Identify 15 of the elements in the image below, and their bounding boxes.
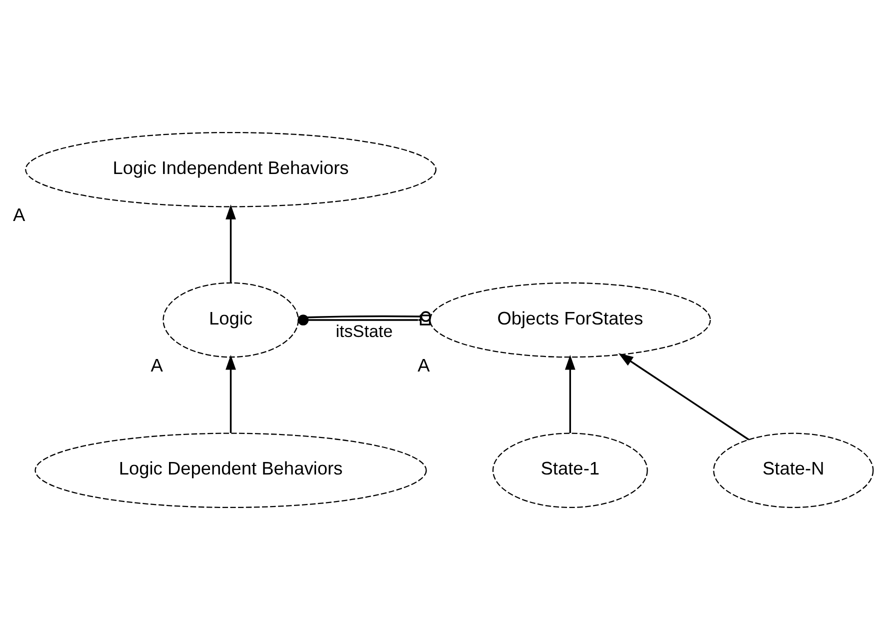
node-ellipse: Logic Dependent Behaviors bbox=[34, 432, 427, 508]
node-ellipse: State-N bbox=[713, 432, 874, 508]
arrow bbox=[226, 204, 236, 282]
arrow bbox=[564, 354, 576, 433]
edge-label: itsState bbox=[336, 322, 393, 341]
node-ellipse: Logic bbox=[162, 282, 299, 358]
arrow bbox=[618, 352, 750, 440]
connector bbox=[298, 310, 432, 322]
arrow bbox=[226, 354, 236, 433]
node-ellipse: Logic Independent Behaviors bbox=[25, 131, 436, 207]
node-label: A bbox=[150, 355, 163, 376]
node-label: A bbox=[418, 355, 430, 376]
node-ellipse: State-1 bbox=[492, 432, 648, 508]
node-label: A bbox=[13, 204, 26, 225]
node-ellipse: Objects ForStates bbox=[429, 282, 711, 358]
